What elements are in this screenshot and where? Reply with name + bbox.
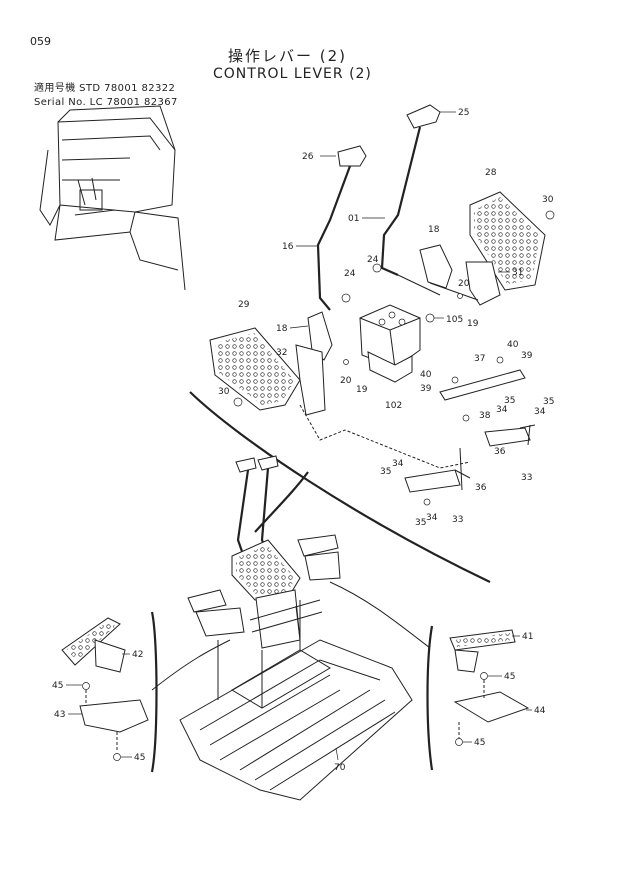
callout-33-b: 33 — [452, 515, 463, 525]
callout-32: 32 — [276, 348, 287, 358]
callout-34-c: 34 — [392, 459, 404, 469]
separator-bracket-right — [426, 625, 434, 771]
separator-arc-upper — [189, 391, 491, 583]
callout-45-b: 45 — [134, 753, 145, 763]
cover-outline — [299, 404, 471, 469]
callout-45: 45 — [52, 681, 63, 691]
bracket-18-32 — [295, 311, 333, 416]
title-japanese: 操作レバー (2) — [228, 47, 348, 65]
callout-20: 20 — [458, 279, 470, 289]
bracket-18-31 — [397, 244, 501, 306]
page-number: 059 — [30, 35, 51, 48]
callout-24-b: 24 — [367, 255, 379, 265]
callout-19: 19 — [467, 319, 479, 329]
callout-40: 40 — [507, 340, 519, 350]
serial-line-lc: Serial No. LC 78001 82367 — [34, 97, 178, 108]
callout-36-b: 36 — [475, 483, 487, 493]
callout-labels: 25 26 28 30 01 18 16 24 24 20 31 19 29 1… — [52, 108, 554, 773]
pedal-28 — [469, 191, 546, 291]
callout-45-c: 45 — [504, 672, 515, 682]
console-assembly — [187, 455, 341, 649]
callout-40-b: 40 — [420, 370, 432, 380]
callout-45-d: 45 — [474, 738, 485, 748]
callout-34-b: 34 — [534, 407, 546, 417]
callout-70: 70 — [334, 763, 346, 773]
bolts-upper — [233, 210, 555, 407]
leader-curve-right — [329, 581, 431, 649]
callout-41: 41 — [522, 632, 533, 642]
callout-102: 102 — [385, 401, 402, 411]
pedal-29 — [209, 327, 301, 411]
callout-24: 24 — [344, 269, 356, 279]
callout-18: 18 — [428, 225, 440, 235]
callout-35-c: 35 — [380, 467, 391, 477]
callout-31: 31 — [512, 268, 523, 278]
separator-arc-middle — [254, 471, 309, 533]
callout-35: 35 — [504, 396, 515, 406]
callout-25: 25 — [458, 108, 469, 118]
link-37-assembly — [404, 356, 536, 506]
lever-knob-25 — [380, 104, 441, 277]
callout-44: 44 — [534, 706, 546, 716]
callout-19-b: 19 — [356, 385, 368, 395]
title-english: CONTROL LEVER (2) — [213, 66, 372, 82]
detail-left-pedal — [61, 617, 149, 761]
callout-34-d: 34 — [426, 513, 438, 523]
callout-36: 36 — [494, 447, 506, 457]
callout-43: 43 — [54, 710, 65, 720]
detail-right-pedal — [449, 629, 530, 746]
leader-curve-left — [151, 639, 231, 691]
callout-20-b: 20 — [340, 376, 352, 386]
callout-38: 38 — [479, 411, 491, 421]
callout-26: 26 — [302, 152, 314, 162]
callout-42: 42 — [132, 650, 143, 660]
callout-34: 34 — [496, 405, 508, 415]
pilot-valve-102 — [359, 304, 421, 383]
floor-plate-70 — [179, 600, 413, 801]
callout-37: 37 — [474, 354, 485, 364]
callout-29: 29 — [238, 300, 250, 310]
callout-105: 105 — [446, 315, 463, 325]
callout-39-b: 39 — [420, 384, 432, 394]
callout-30-b: 30 — [218, 387, 230, 397]
callout-16: 16 — [282, 242, 294, 252]
serial-line-std: 適用号機 STD 78001 82322 — [34, 83, 176, 94]
separator-bracket-left — [150, 611, 158, 773]
callout-35-b: 35 — [543, 397, 554, 407]
callout-33: 33 — [521, 473, 532, 483]
callout-18-b: 18 — [276, 324, 288, 334]
machine-cab-sketch — [39, 105, 186, 291]
callout-30: 30 — [542, 195, 554, 205]
lever-knob-26 — [316, 145, 367, 311]
callout-01: 01 — [348, 214, 359, 224]
callout-28: 28 — [485, 168, 497, 178]
callout-39: 39 — [521, 351, 533, 361]
callout-35-d: 35 — [415, 518, 426, 528]
